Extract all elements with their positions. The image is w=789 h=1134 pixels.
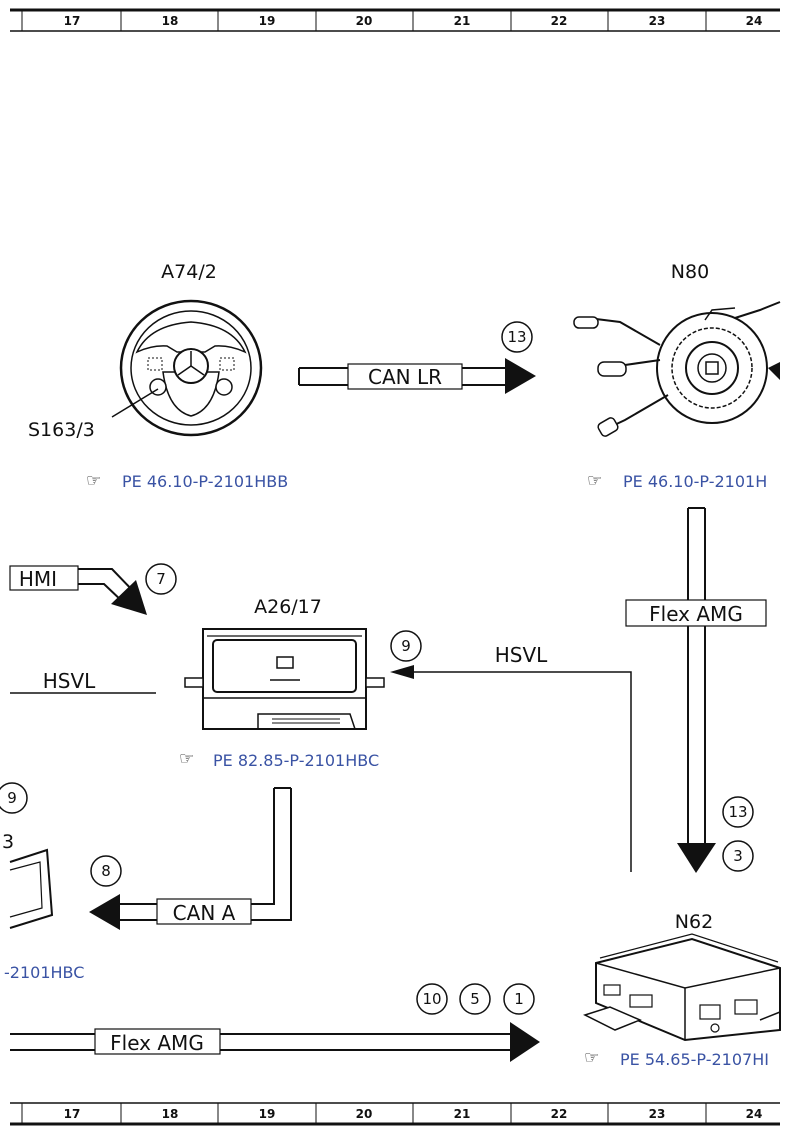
bottom-ruler: 17 18 19 20 21 22 23 24	[10, 1102, 780, 1126]
control-unit-label: A26/17	[254, 596, 322, 618]
bottom-marker-b: 5	[470, 990, 480, 1008]
n62-module-icon	[583, 933, 781, 1042]
n62-label: N62	[675, 911, 713, 933]
ruler-bottom-col-23: 23	[649, 1107, 666, 1121]
can-lr-bus: CAN LR 13	[298, 321, 536, 394]
control-unit-ref[interactable]: ☞ PE 82.85-P-2101HBC	[179, 749, 379, 770]
flex-top-marker: 13	[728, 803, 747, 821]
ruler-bottom-col-21: 21	[454, 1107, 471, 1121]
flex-amg-vertical-bus: Flex AMG 13 3	[625, 507, 767, 873]
ruler-col-19: 19	[259, 14, 276, 28]
can-a-bus: CAN A 8	[89, 787, 292, 930]
can-a-label: CAN A	[173, 901, 236, 925]
control-unit-icon	[184, 628, 385, 730]
steering-wheel-label: A74/2	[161, 261, 217, 283]
steering-column-ref[interactable]: ☞ PE 46.10-P-2101H	[587, 471, 767, 491]
n62-ref-link[interactable]: PE 54.65-P-2107HI	[620, 1050, 769, 1069]
top-ruler: 17 18 19 20 21 22 23 24	[10, 8, 780, 32]
ruler-bottom-col-24: 24	[746, 1107, 763, 1121]
steering-wheel-ref[interactable]: ☞ PE 46.10-P-2101HBB	[86, 471, 288, 491]
ruler-bottom-col-20: 20	[356, 1107, 373, 1121]
hmi-marker: 7	[156, 570, 166, 588]
pointing-hand-icon: ☞	[584, 1048, 599, 1068]
pointing-hand-icon: ☞	[179, 749, 194, 769]
hsvl-right-label: HSVL	[495, 643, 548, 667]
ruler-bottom-col-17: 17	[64, 1107, 81, 1121]
ruler-col-17: 17	[64, 14, 81, 28]
hmi-label: HMI	[19, 567, 57, 591]
ruler-bottom-col-22: 22	[551, 1107, 568, 1121]
left-module-ref-link[interactable]: -2101HBC	[4, 963, 84, 982]
n62-ref[interactable]: ☞ PE 54.65-P-2107HI	[584, 1048, 769, 1069]
ruler-bottom-col-19: 19	[259, 1107, 276, 1121]
steering-column-ref-link[interactable]: PE 46.10-P-2101H	[623, 472, 767, 491]
left-module-ref[interactable]: -2101HBC	[4, 963, 84, 982]
hsvl-left-line: HSVL	[10, 669, 156, 694]
can-lr-marker: 13	[507, 328, 526, 346]
pointing-hand-icon: ☞	[86, 471, 101, 491]
can-lr-label: CAN LR	[368, 365, 442, 389]
steering-column-label: N80	[671, 261, 709, 283]
ruler-col-21: 21	[454, 14, 471, 28]
control-unit-ref-link[interactable]: PE 82.85-P-2101HBC	[213, 751, 379, 770]
control-unit-component: A26/17 ☞ PE 82.85-P-2101HBC	[179, 596, 385, 770]
flex-amg-bottom-label: Flex AMG	[110, 1031, 204, 1055]
can-a-marker: 8	[101, 862, 111, 880]
bottom-marker-a: 10	[422, 990, 441, 1008]
steering-wheel-component: A74/2 S163/3 ☞ PE 46.10-P-2101HBB	[28, 261, 288, 491]
pointing-hand-icon: ☞	[587, 471, 602, 491]
ruler-bottom-col-18: 18	[162, 1107, 179, 1121]
left-module-component: 9 3 -2101HBC	[0, 782, 84, 982]
left-edge-marker: 9	[7, 789, 17, 807]
hsvl-left-label: HSVL	[43, 669, 96, 693]
steering-column-module-icon	[573, 301, 781, 437]
switch-label: S163/3	[28, 419, 95, 441]
steering-wheel-icon	[119, 299, 263, 437]
flex-amg-vertical-label: Flex AMG	[649, 602, 743, 626]
hmi-bus: HMI 7	[9, 563, 177, 615]
flex-bottom-marker: 3	[733, 847, 743, 865]
bottom-marker-c: 1	[514, 990, 524, 1008]
hsvl-right-line: HSVL 9	[390, 630, 632, 872]
ruler-col-18: 18	[162, 14, 179, 28]
n62-component: N62 ☞ PE 54.65-P-2107HI	[583, 911, 781, 1069]
left-module-label: 3	[2, 831, 14, 853]
ruler-col-22: 22	[551, 14, 568, 28]
ruler-col-23: 23	[649, 14, 666, 28]
hsvl-marker: 9	[401, 637, 411, 655]
steering-column-component: N80 ☞ PE 46.10-P-2101H	[573, 261, 781, 491]
steering-wheel-ref-link[interactable]: PE 46.10-P-2101HBB	[122, 472, 288, 491]
flex-amg-bottom-bus: Flex AMG 10 5 1	[10, 983, 540, 1062]
ruler-col-20: 20	[356, 14, 373, 28]
ruler-col-24: 24	[746, 14, 763, 28]
